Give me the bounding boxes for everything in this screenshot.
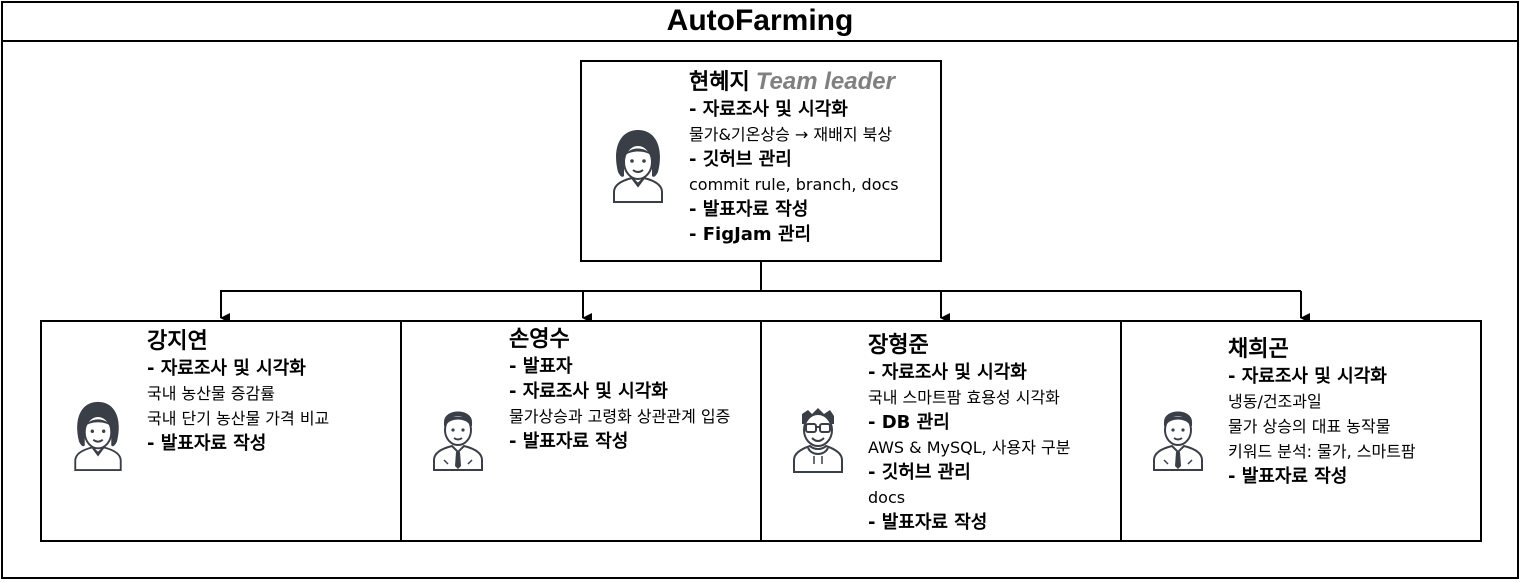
task-heading: - FigJam 관리: [689, 224, 812, 245]
task-detail: 냉동/건조과일: [1228, 392, 1322, 411]
task-detail: AWS & MySQL, 사용자 구분: [868, 438, 1071, 457]
task-detail: 물가 상승의 대표 농작물: [1228, 417, 1391, 436]
member-name: 강지연: [147, 329, 208, 354]
task-heading: - 자료조사 및 시각화: [509, 381, 668, 402]
task-heading: - 발표자료 작성: [147, 433, 267, 454]
task-heading: - 깃허브 관리: [689, 149, 792, 170]
woman-avatar-icon: [70, 400, 126, 476]
task-heading: - 깃허브 관리: [868, 462, 971, 483]
title-bar: AutoFarming: [1, 1, 1519, 42]
task-heading: - DB 관리: [868, 412, 950, 433]
woman-avatar-icon: [610, 128, 666, 208]
task-heading: - 발표자료 작성: [868, 512, 988, 533]
task-detail: 국내 농산물 증감률: [147, 384, 275, 403]
man-glasses-avatar-icon: [790, 402, 846, 478]
task-heading: - 자료조사 및 시각화: [1228, 366, 1387, 387]
task-heading: - 자료조사 및 시각화: [868, 362, 1027, 383]
task-heading: - 발표자료 작성: [689, 199, 809, 220]
member-name: 장형준: [868, 333, 929, 358]
task-heading: - 발표자료 작성: [1228, 466, 1348, 487]
task-heading: - 발표자료 작성: [509, 431, 629, 452]
task-detail: commit rule, branch, docs: [689, 175, 899, 194]
man-suit-avatar-icon: [1152, 402, 1204, 476]
leader-role: Team leader: [755, 68, 895, 95]
task-detail: 물가&기온상승 → 재배지 북상: [689, 125, 893, 144]
diagram-title: AutoFarming: [666, 3, 854, 37]
member-name: 손영수: [509, 327, 570, 352]
task-detail: 국내 단기 농산물 가격 비교: [147, 409, 330, 428]
task-detail: 키워드 분석: 물가, 스마트팜: [1228, 442, 1416, 461]
man-suit-avatar-icon: [432, 402, 484, 476]
leader-name: 현혜지: [689, 70, 750, 95]
task-detail: 국내 스마트팜 효용성 시각화: [868, 388, 1060, 407]
task-heading: - 자료조사 및 시각화: [147, 358, 306, 379]
task-detail: docs: [868, 488, 906, 507]
task-heading: - 발표자: [509, 356, 573, 377]
task-detail: 물가상승과 고령화 상관관계 입증: [509, 407, 731, 426]
member-name: 채희곤: [1228, 337, 1289, 362]
task-heading: - 자료조사 및 시각화: [689, 99, 848, 120]
